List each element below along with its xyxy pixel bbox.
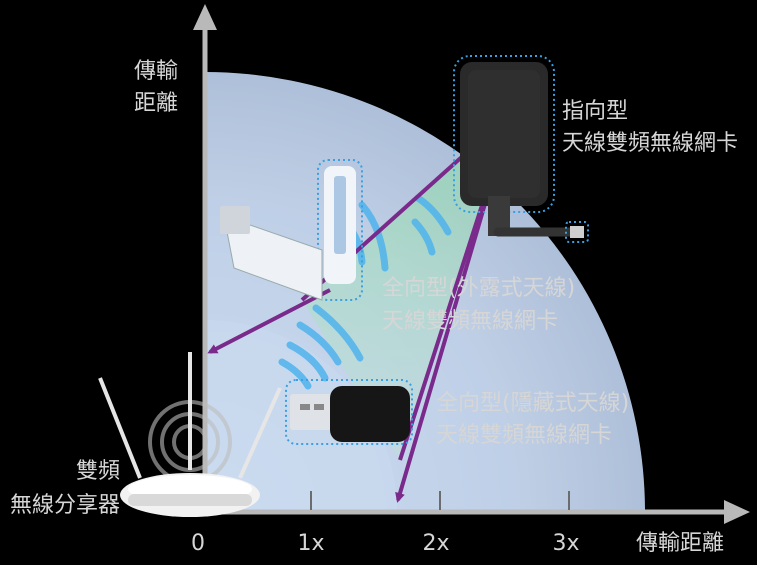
- x-axis-arrowhead: [724, 500, 750, 524]
- omni-hidden-label-line1: 全向型(隱藏式天線): [436, 391, 629, 416]
- omni-exposed-adapter-icon: [220, 159, 363, 301]
- omni-hidden-adapter-icon: [285, 379, 413, 445]
- x-tick-label-1x: 1x: [297, 531, 324, 556]
- directional-label-line1: 指向型: [562, 99, 628, 124]
- x-tick-label-3x: 3x: [552, 531, 579, 556]
- omni-exposed-label-line1: 全向型(外露式天線): [382, 276, 575, 301]
- x-tick-label-2x: 2x: [422, 531, 449, 556]
- router-icon: [98, 352, 282, 517]
- omni-hidden-label-line2: 天線雙頻無線網卡: [436, 423, 612, 448]
- omni-exposed-label-line2: 天線雙頻無線網卡: [382, 309, 558, 334]
- directional-beam: [302, 112, 512, 460]
- arrow-omni-exposed-to-origin: [207, 288, 331, 354]
- x-axis-label: 傳輸距離: [636, 531, 724, 556]
- router-label-line1: 雙頻: [76, 459, 120, 484]
- y-axis-label-line1: 傳輸: [134, 59, 178, 84]
- directional-label-line2: 天線雙頻無線網卡: [562, 131, 738, 156]
- directional-adapter-icon: [453, 55, 589, 243]
- x-tick-label-0: 0: [191, 531, 205, 556]
- router-label-line2: 無線分享器: [10, 493, 120, 518]
- x-ticks: [310, 491, 570, 510]
- y-axis-label-line2: 距離: [134, 91, 178, 116]
- y-axis-arrowhead: [193, 4, 217, 30]
